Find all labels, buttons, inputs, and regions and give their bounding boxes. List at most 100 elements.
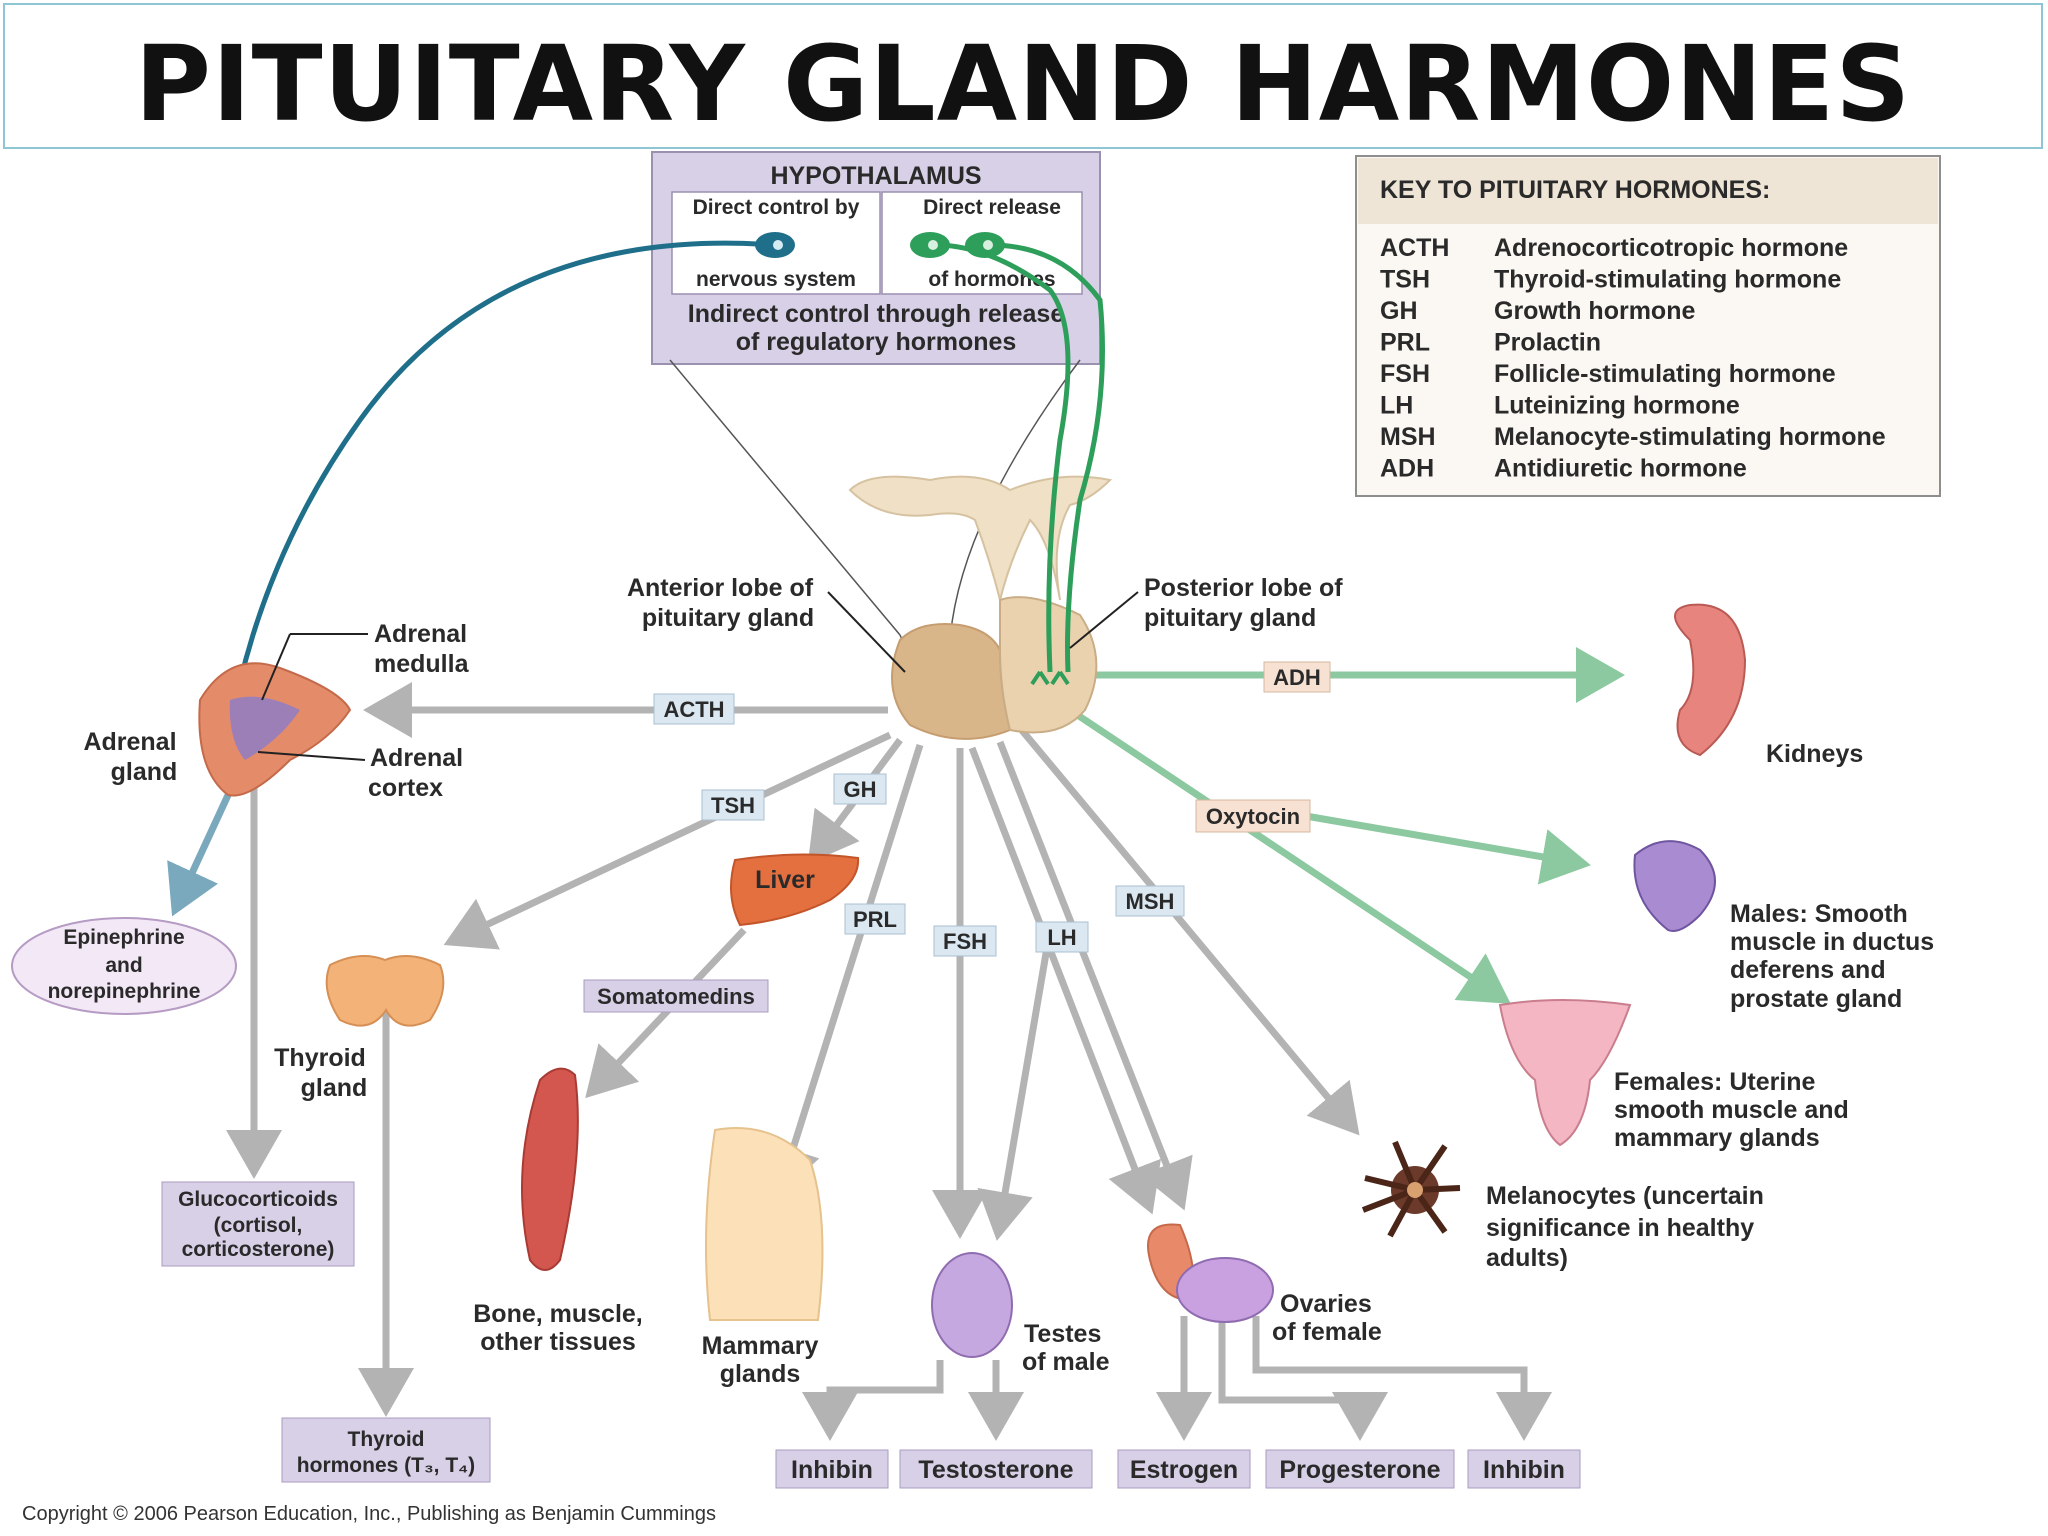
- key-abbr: GH: [1380, 297, 1418, 325]
- indirect-control-line1: Indirect control through release: [688, 300, 1065, 328]
- melanocyte-organ: [1361, 1140, 1461, 1238]
- key-abbr: TSH: [1380, 266, 1430, 294]
- output-hormones: Glucocorticoids (cortisol, corticosteron…: [161, 1181, 1581, 1489]
- indirect-control-line2: of regulatory hormones: [736, 328, 1017, 356]
- prl-tag: PRL: [844, 903, 906, 935]
- title-box: PITUITARY GLAND HARMONES: [3, 3, 2043, 149]
- males-label: Males: Smooth: [1730, 900, 1908, 928]
- svg-text:corticosterone): corticosterone): [182, 1238, 335, 1261]
- melanocytes-label: adults): [1486, 1244, 1568, 1272]
- direct-release-top: Direct release: [923, 196, 1061, 219]
- svg-text:ADH: ADH: [1273, 665, 1321, 690]
- svg-text:Inhibin: Inhibin: [791, 1456, 873, 1484]
- mammary-glands-label: glands: [720, 1360, 801, 1388]
- svg-text:Glucocorticoids: Glucocorticoids: [178, 1188, 338, 1211]
- kidney-organ: [1674, 603, 1747, 757]
- females-label: smooth muscle and: [1614, 1096, 1849, 1124]
- page-title: PITUITARY GLAND HARMONES: [134, 23, 1912, 145]
- bone-muscle-label: other tissues: [480, 1328, 636, 1356]
- males-label: deferens and: [1730, 956, 1886, 984]
- inhibin-female-box: Inhibin: [1467, 1449, 1581, 1489]
- key-name: Follicle-stimulating hormone: [1494, 360, 1836, 388]
- thyroid-gland-label: gland: [301, 1074, 368, 1102]
- svg-text:Progesterone: Progesterone: [1279, 1456, 1440, 1484]
- green-axon: [989, 242, 1105, 673]
- anterior-lobe-label: pituitary gland: [642, 604, 814, 632]
- key-abbr: LH: [1380, 392, 1413, 420]
- key-heading: KEY TO PITUITARY HORMONES:: [1380, 176, 1770, 204]
- inhibin-male-box: Inhibin: [775, 1449, 889, 1489]
- adrenal-gland-label: gland: [111, 758, 178, 786]
- liver-organ: [730, 853, 860, 927]
- mammary-glands-label: Mammary: [702, 1332, 819, 1360]
- svg-text:(cortisol,: (cortisol,: [214, 1214, 303, 1237]
- testosterone-box: Testosterone: [899, 1449, 1093, 1489]
- green-neuron-nucleus: [928, 240, 938, 250]
- liver-label: Liver: [755, 866, 815, 894]
- key-name: Growth hormone: [1494, 297, 1695, 325]
- ovaries-label: Ovaries: [1280, 1290, 1372, 1318]
- svg-text:TSH: TSH: [711, 793, 755, 818]
- posterior-arrows: [1068, 647, 1625, 1004]
- lh-arrow: [996, 740, 1193, 1211]
- svg-text:hormones (T₃, T₄): hormones (T₃, T₄): [297, 1454, 475, 1477]
- somatomedins-tag: Somatomedins: [583, 979, 769, 1013]
- females-label: mammary glands: [1614, 1124, 1820, 1152]
- blue-axon: [227, 240, 776, 731]
- hormone-arrows: [226, 682, 1552, 1441]
- svg-text:Estrogen: Estrogen: [1130, 1456, 1238, 1484]
- leader-line: [669, 359, 901, 636]
- svg-text:FSH: FSH: [943, 929, 987, 954]
- fsh-tag: FSH: [933, 925, 997, 957]
- fsh-ovary-arrow: [968, 746, 1161, 1215]
- svg-text:MSH: MSH: [1126, 889, 1175, 914]
- kidneys-label: Kidneys: [1766, 740, 1863, 768]
- males-label: muscle in ductus: [1730, 928, 1934, 956]
- acth-tag: ACTH: [653, 693, 735, 725]
- testes-organ: [931, 1252, 1013, 1358]
- lh-tag: LH: [1035, 921, 1089, 953]
- msh-arrow: [1017, 725, 1360, 1136]
- axon-terminal: [1030, 670, 1070, 686]
- prl-arrow: [765, 743, 924, 1197]
- ovaries-label: of female: [1272, 1318, 1382, 1346]
- melanocytes-label: Melanocytes (uncertain: [1486, 1182, 1764, 1210]
- green-neuron-nucleus: [983, 240, 993, 250]
- key-name: Antidiuretic hormone: [1494, 455, 1747, 483]
- green-axon: [934, 242, 1071, 673]
- svg-text:Somatomedins: Somatomedins: [597, 984, 755, 1009]
- infundibulum: [848, 475, 1113, 601]
- direct-control-top: Direct control by: [693, 196, 860, 219]
- key-abbr: ADH: [1380, 455, 1434, 483]
- svg-text:ACTH: ACTH: [663, 697, 724, 722]
- epinephrine-output: Epinephrine and norepinephrine: [11, 917, 237, 1015]
- oxytocin-uterus-arrow: [1068, 707, 1511, 1004]
- tsh-tag: TSH: [701, 789, 765, 821]
- svg-text:Thyroid: Thyroid: [348, 1428, 425, 1451]
- key-name: Prolactin: [1494, 329, 1601, 357]
- key-name: Luteinizing hormone: [1494, 392, 1740, 420]
- epinephrine-label: norepinephrine: [48, 980, 201, 1003]
- key-abbr: PRL: [1380, 329, 1430, 357]
- epinephrine-label: and: [105, 954, 142, 977]
- anterior-lobe: [891, 623, 1012, 740]
- svg-text:Oxytocin: Oxytocin: [1206, 804, 1300, 829]
- testes-label: Testes: [1024, 1320, 1101, 1348]
- testes-label: of male: [1022, 1348, 1110, 1376]
- direct-control-bottom: nervous system: [696, 268, 856, 291]
- adrenal-cortex-label: Adrenal: [370, 744, 463, 772]
- key-abbr: FSH: [1380, 360, 1430, 388]
- inhibin-female-arrow: [1252, 1316, 1552, 1441]
- males-label: prostate gland: [1730, 985, 1902, 1013]
- oxytocin-tag: Oxytocin: [1195, 799, 1311, 833]
- thyroid-hormones-box: Thyroid hormones (T₃, T₄): [281, 1417, 491, 1483]
- bone-muscle-organ: [521, 1067, 579, 1271]
- svg-text:LH: LH: [1047, 925, 1076, 950]
- mammary-organ: [705, 1127, 824, 1321]
- svg-text:PRL: PRL: [853, 907, 897, 932]
- adrenal-medulla-label: Adrenal: [374, 620, 467, 648]
- key-name: Thyroid-stimulating hormone: [1494, 266, 1841, 294]
- adrenal-cortex-label: cortex: [368, 774, 443, 802]
